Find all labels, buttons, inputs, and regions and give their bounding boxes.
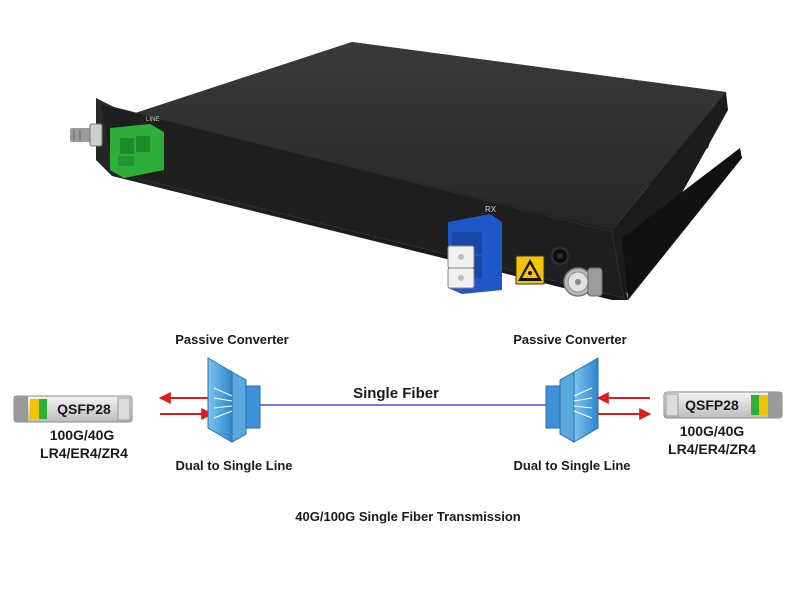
left-passive-converter bbox=[207, 357, 261, 443]
laser-warning-icon bbox=[515, 255, 545, 285]
right-converter-caption: Dual to Single Line bbox=[513, 458, 630, 473]
right-qsfp28-module bbox=[663, 391, 783, 419]
chassis-top-main bbox=[120, 42, 726, 230]
diagram-caption: 40G/100G Single Fiber Transmission bbox=[295, 509, 520, 524]
right-standard-label: LR4/ER4/ZR4 bbox=[668, 441, 756, 457]
left-converter-title: Passive Converter bbox=[175, 332, 288, 347]
left-standard-label: LR4/ER4/ZR4 bbox=[40, 445, 128, 461]
rack-ear-right-edge bbox=[622, 148, 742, 300]
thumb-screw-left[interactable] bbox=[70, 123, 103, 147]
right-converter-title: Passive Converter bbox=[513, 332, 626, 347]
left-qsfp28-module bbox=[13, 395, 133, 423]
rx-port-label: RX bbox=[485, 205, 497, 214]
rack-converter-device: LINE RX bbox=[70, 42, 742, 300]
mounting-hole bbox=[551, 247, 569, 265]
thumb-screw-right[interactable] bbox=[563, 267, 603, 297]
right-rate-label: 100G/40G bbox=[680, 423, 745, 439]
rx-port-sc-upc[interactable] bbox=[447, 214, 502, 294]
left-converter-caption: Dual to Single Line bbox=[175, 458, 292, 473]
single-fiber-label: Single Fiber bbox=[353, 385, 439, 402]
left-rate-label: 100G/40G bbox=[50, 427, 115, 443]
right-module-label: QSFP28 bbox=[685, 397, 739, 413]
line-port-label: LINE bbox=[146, 117, 159, 123]
left-module-label: QSFP28 bbox=[57, 401, 111, 417]
line-port-sc-apc[interactable] bbox=[110, 124, 164, 178]
right-passive-converter bbox=[545, 357, 599, 443]
